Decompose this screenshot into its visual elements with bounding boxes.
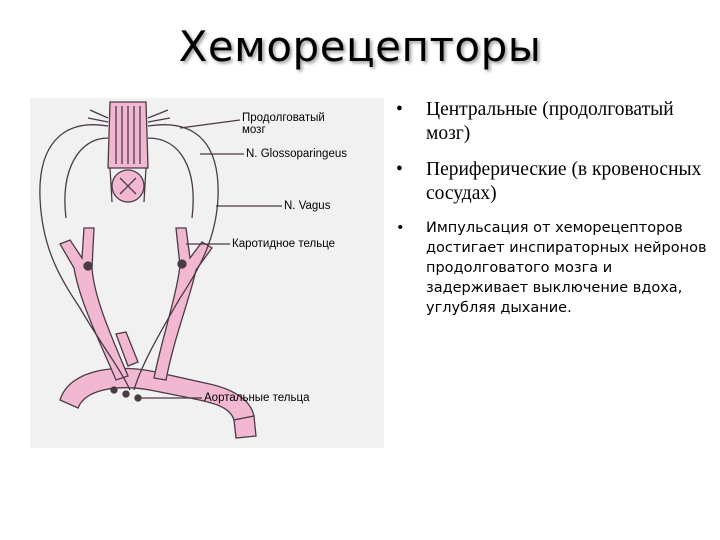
bullet-impulse: • Импульсация от хеморецепторов достигае… — [392, 218, 712, 318]
label-medulla: Продолговатый мозг — [242, 112, 325, 136]
glossopharyngeal-nerve-left — [64, 137, 109, 219]
bullet-marker: • — [396, 159, 403, 180]
bullet-text: Периферические (в кровеносных сосудах) — [426, 159, 702, 204]
vagus-nerve-left — [39, 124, 131, 391]
bullet-central: • Центральные (продолговатый мозг) — [392, 98, 712, 146]
label-medulla-line2: мозг — [242, 124, 266, 136]
bullet-list: • Центральные (продолговатый мозг) • Пер… — [392, 98, 712, 318]
bullet-peripheral: • Периферические (в кровеносных сосудах) — [392, 158, 712, 206]
right-carotid-artery — [153, 227, 213, 381]
aortic-body — [110, 386, 118, 394]
bullet-text: Импульсация от хеморецепторов достигает … — [426, 220, 707, 316]
bullet-marker: • — [396, 99, 403, 120]
branch-artery — [115, 331, 139, 367]
vagus-nerve-right — [133, 124, 219, 391]
label-aortic-bodies: Аортальные тельца — [204, 392, 310, 404]
carotid-body-left — [83, 261, 93, 271]
left-carotid-artery — [59, 227, 129, 381]
chemoreceptor-diagram: Продолговатый мозг N. Glossoparingeus N.… — [30, 98, 384, 448]
slide-title: Хеморецепторы — [178, 22, 542, 71]
descending-aorta — [233, 415, 257, 439]
bullet-marker: • — [396, 220, 405, 236]
label-glossopharyngeus: N. Glossoparingeus — [246, 148, 347, 160]
carotid-body-right — [177, 259, 187, 269]
label-medulla-line1: Продолговатый — [242, 112, 325, 124]
bullet-text: Центральные (продолговатый мозг) — [426, 99, 674, 144]
label-carotid-body: Каротидное тельце — [232, 238, 336, 250]
aortic-body — [122, 390, 130, 398]
glossopharyngeal-nerve-right — [147, 137, 194, 219]
anatomy-illustration — [39, 101, 282, 439]
label-vagus: N. Vagus — [284, 200, 331, 212]
